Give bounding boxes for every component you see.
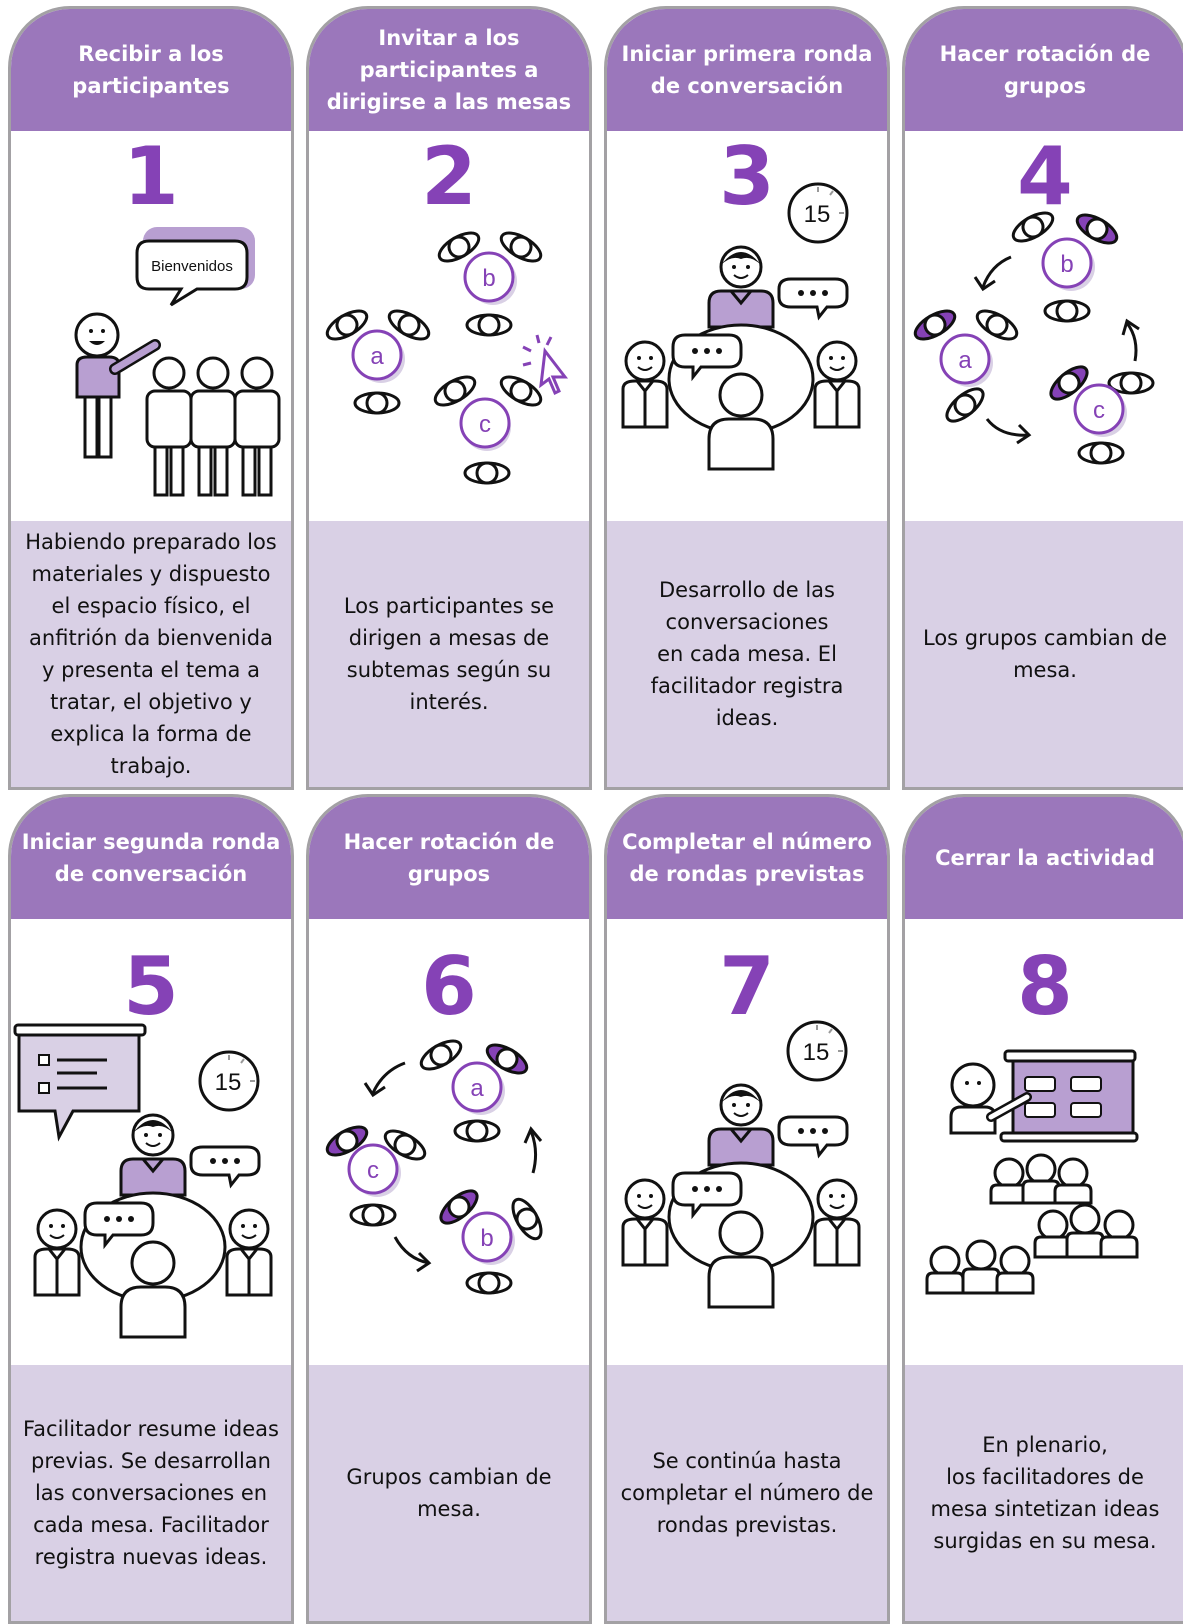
table-a-label: a: [958, 347, 972, 374]
step-number: 2: [421, 130, 477, 223]
table-a-label: a: [470, 1075, 484, 1102]
plenary-illustration: [925, 1049, 1139, 1295]
table-a-label: a: [370, 343, 384, 370]
table-b-label: b: [480, 1225, 493, 1252]
step-title: Invitar a los participantes a dirigirse …: [309, 9, 589, 131]
step-card-2: Invitar a los participantes a dirigirse …: [306, 6, 592, 790]
table-b-label: b: [1060, 251, 1073, 278]
welcome-bubble-text: Bienvenidos: [151, 258, 233, 275]
step-title: Recibir a los participantes: [11, 9, 291, 131]
step-description: Habiendo preparado los materiales y disp…: [11, 521, 291, 787]
step-number: 4: [1017, 130, 1073, 223]
timer-value: 15: [804, 201, 831, 228]
step-number: 8: [1017, 940, 1073, 1033]
step-description: Los grupos cambian de mesa.: [905, 521, 1183, 787]
step-description: En plenario, los facilitadores de mesa s…: [905, 1365, 1183, 1621]
table-b-label: b: [482, 265, 495, 292]
step-description: Facilitador resume ideas previas. Se des…: [11, 1365, 291, 1621]
rotation-illustration: b a c: [909, 205, 1155, 465]
welcome-illustration: Bienvenidos: [74, 227, 281, 497]
table-c-label: c: [479, 411, 491, 438]
step-card-3: Iniciar primera ronda de conversación 3 …: [604, 6, 890, 790]
step-card-8: Cerrar la actividad 8 En plenario, los f…: [902, 794, 1183, 1624]
step-title: Hacer rotación de grupos: [309, 797, 589, 919]
step-number: 5: [123, 940, 179, 1033]
step-description: Grupos cambian de mesa.: [309, 1365, 589, 1621]
step-card-1: Recibir a los participantes 1 Bienvenido…: [8, 6, 294, 790]
step-number: 1: [123, 130, 179, 223]
step-title: Iniciar primera ronda de conversación: [607, 9, 887, 131]
timer-icon: [786, 1020, 848, 1082]
second-round-illustration: 15: [13, 1023, 291, 1367]
step-title: Cerrar la actividad: [905, 797, 1183, 919]
step-card-7: Completar el número de rondas previstas …: [604, 794, 890, 1624]
rotation-illustration: a c b: [321, 1033, 549, 1295]
step-number: 7: [719, 940, 775, 1033]
timer-value: 15: [215, 1069, 242, 1096]
step-title: Completar el número de rondas previstas: [607, 797, 887, 919]
table-c-label: c: [367, 1157, 379, 1184]
step-title: Hacer rotación de grupos: [905, 9, 1183, 131]
conversation-illustration: 15: [607, 182, 887, 529]
tables-illustration: b a c: [321, 225, 569, 485]
step-number: 6: [421, 940, 477, 1033]
step-description: Se continúa hasta completar el número de…: [607, 1365, 887, 1621]
timer-value: 15: [803, 1039, 830, 1066]
step-number: 3: [719, 130, 775, 223]
table-c-label: c: [1093, 397, 1105, 424]
step-description: Desarrollo de las conversaciones en cada…: [607, 521, 887, 787]
rounds-illustration: 15: [607, 1020, 887, 1367]
step-card-4: Hacer rotación de grupos 4 b a c Los gru…: [902, 6, 1183, 790]
timer-icon: [198, 1050, 260, 1112]
step-card-5: Iniciar segunda ronda de conversación 5 …: [8, 794, 294, 1624]
step-description: Los participantes se dirigen a mesas de …: [309, 521, 589, 787]
timer-icon: [787, 182, 849, 244]
step-card-6: Hacer rotación de grupos 6 a c b Grupos …: [306, 794, 592, 1624]
step-title: Iniciar segunda ronda de conversación: [11, 797, 291, 919]
